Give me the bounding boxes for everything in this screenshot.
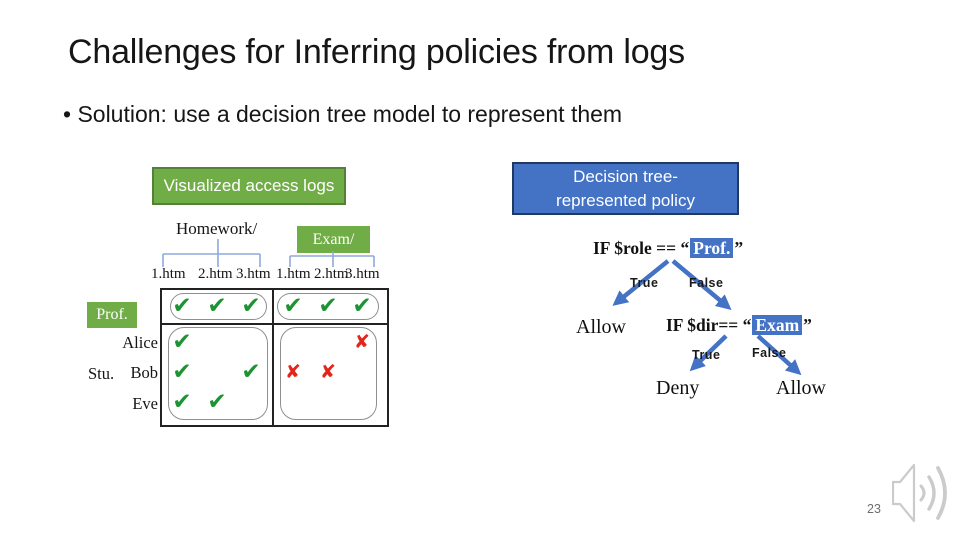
cross-mark: ✘ [285,361,301,383]
bullet-solution: • Solution: use a decision tree model to… [63,101,623,127]
policy-header-line2: represented policy [556,190,695,210]
file-label: 1.htm [276,266,311,282]
cross-mark: ✘ [320,361,336,383]
branch-false-label: False [752,346,787,360]
homework-dir-label: Homework/ [176,219,258,238]
prof-row-label-text: Prof. [96,306,128,323]
prof-row-label: Prof. [87,302,137,328]
node-dir-suffix: ” [803,315,812,335]
check-mark: ✔ [207,293,227,319]
page-number: 23 [867,502,881,516]
check-mark: ✔ [207,389,227,415]
file-label: 3.htm [345,266,380,282]
check-mark: ✔ [318,293,338,319]
prof-homework-group-outline [170,293,267,320]
check-mark: ✔ [172,329,192,355]
grid-horizontal-divider [162,323,387,325]
node-role-value-highlight: Prof. [690,238,734,258]
directory-bracket-lines [162,239,375,267]
policy-header: Decision tree- represented policy [512,162,739,215]
node-dir-prefix: IF $dir== “ [666,315,752,335]
node-role-suffix: ” [734,238,744,258]
stu-exam-group-outline [280,327,377,420]
node-dir-value-highlight: Exam [752,315,803,335]
stu-homework-group-outline [168,327,268,420]
policy-node-dir: IF $dir== “Exam” [666,315,812,336]
check-mark: ✔ [241,293,261,319]
exam-dir-label-text: Exam/ [312,230,355,248]
file-label: 2.htm [198,266,233,282]
prof-exam-group-outline [277,293,379,320]
stu-group-label: Stu. [88,364,115,383]
grid-vertical-divider [272,290,274,425]
slide-title: Challenges for Inferring policies from l… [68,33,685,71]
visualized-logs-header-label: Visualized access logs [163,176,335,195]
user-label-eve: Eve [132,394,158,413]
check-mark: ✔ [172,293,192,319]
grid-marks-layer: ✔ ✔ ✔ ✔ ✔ ✔ ✔ ✔ ✔ ✔ ✔ ✘ ✘ ✘ [162,290,387,425]
branch-true-label: True [630,276,659,290]
policy-header-line1: Decision tree- [573,166,678,186]
exam-dir-label: Exam/ [297,226,370,253]
allow-leaf-1: Allow [576,316,626,338]
decision-tree-arrows [612,259,802,376]
user-label-alice: Alice [122,333,158,352]
deny-leaf: Deny [656,377,700,399]
check-mark: ✔ [241,359,261,385]
access-grid: ✔ ✔ ✔ ✔ ✔ ✔ ✔ ✔ ✔ ✔ ✔ ✘ ✘ ✘ [160,288,389,427]
allow-leaf-2: Allow [776,377,826,399]
file-label: 1.htm [151,266,186,282]
cross-mark: ✘ [354,331,370,353]
branch-true-label: True [692,348,721,362]
branch-false-label: False [689,276,724,290]
file-label: 3.htm [236,266,271,282]
check-mark: ✔ [352,293,372,319]
check-mark: ✔ [172,389,192,415]
check-mark: ✔ [283,293,303,319]
user-label-bob: Bob [130,363,158,382]
file-label: 2.htm [314,266,349,282]
speaker-sound-waves-icon[interactable] [892,461,960,531]
policy-node-role: IF $role == “Prof.” [593,238,743,259]
visualized-logs-header: Visualized access logs [152,167,346,205]
check-mark: ✔ [172,359,192,385]
node-role-prefix: IF $role == “ [593,238,690,258]
